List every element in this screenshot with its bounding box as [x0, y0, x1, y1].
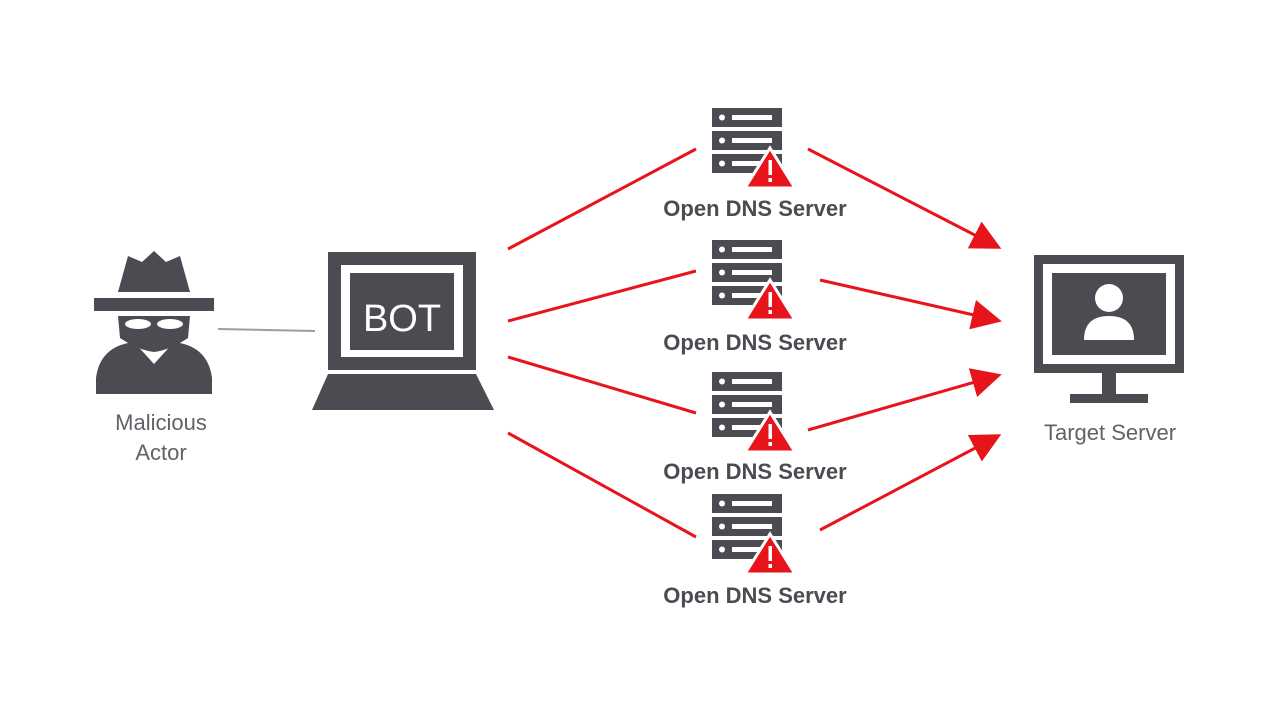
dns-to-target-arrow: [807, 368, 1002, 432]
server-warning-icon: [712, 494, 798, 576]
dns-server-label: Open DNS Server: [663, 583, 847, 608]
actor-label-line2: Actor: [135, 440, 187, 465]
target-server-label: Target Server: [1043, 420, 1177, 445]
dns-to-target-arrow: [819, 278, 1002, 330]
monitor-user-icon: [1034, 255, 1184, 403]
server-warning-icon: [712, 372, 798, 454]
bot-to-dns-line: [507, 147, 697, 251]
dns-to-target-arrow: [807, 147, 1002, 249]
server-warning-icon: [712, 240, 798, 322]
dns-server-label: Open DNS Server: [663, 196, 847, 221]
dns-server-label: Open DNS Server: [663, 330, 847, 355]
dns-to-target-arrow: [819, 434, 1002, 532]
actor-bot-connector: [217, 328, 316, 332]
bot-to-dns-line: [507, 431, 697, 539]
dns-server-label: Open DNS Server: [663, 459, 847, 484]
bot-to-dns-line: [507, 269, 697, 323]
server-warning-icon: [712, 108, 798, 190]
bot-to-dns-line: [507, 355, 697, 415]
laptop-icon: [312, 252, 494, 410]
bot-label: BOT: [363, 298, 441, 340]
malicious-actor-label: Malicious Actor: [86, 408, 236, 468]
spy-icon: [94, 251, 214, 394]
actor-label-line1: Malicious: [115, 410, 207, 435]
